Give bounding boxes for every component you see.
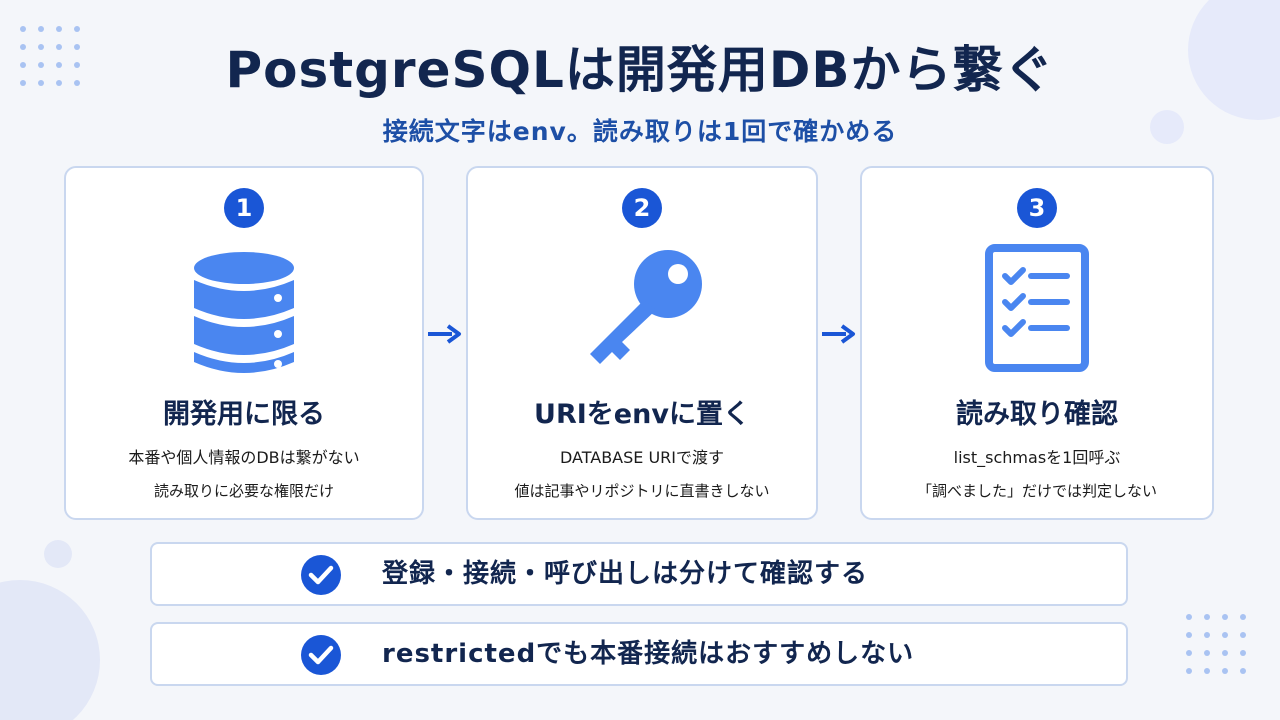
step-note: 「調べました」だけでは判定しない	[916, 482, 1157, 500]
step-card-2: 2 URIをenvに置く DATABASE URIで渡す 値は記事やリポジトリに…	[466, 166, 818, 520]
decor-circle-small-right	[1150, 110, 1184, 144]
arrow-right-icon	[822, 324, 855, 344]
step-note: 読み取りに必要な権限だけ	[153, 482, 334, 500]
check-circle-icon	[301, 635, 341, 675]
step-description: DATABASE URIで渡す	[559, 448, 725, 467]
page-title: PostgreSQLは開発用DBから繋ぐ	[225, 41, 1055, 99]
step-title: 開発用に限る	[163, 399, 325, 430]
step-number-badge: 1	[224, 188, 264, 228]
decor-circle-small-left	[44, 540, 72, 568]
decor-dots-top-left	[20, 26, 80, 86]
step-card-3: 3 読み取り確認 list_schmasを1回呼ぶ 「調べました」だけでは判定し…	[860, 166, 1214, 520]
step-number-badge: 3	[1017, 188, 1057, 228]
check-item-1: 登録・接続・呼び出しは分けて確認する	[150, 542, 1128, 606]
step-description: list_schmasを1回呼ぶ	[953, 448, 1121, 467]
check-text: restrictedでも本番接続はおすすめしない	[382, 639, 915, 669]
step-card-1: 1 開発用に限る 本番や個人情報のDBは繋がない 読み取りに必要な権限だけ	[64, 166, 424, 520]
step-title: URIをenvに置く	[534, 399, 750, 430]
step-title: 読み取り確認	[956, 399, 1118, 430]
decor-dots-bottom-right	[1186, 614, 1246, 674]
page-subtitle: 接続文字はenv。読み取りは1回で確かめる	[382, 117, 898, 146]
step-description: 本番や個人情報のDBは繋がない	[128, 448, 360, 467]
database-icon	[194, 252, 294, 373]
decor-circle-bottom-left	[0, 580, 100, 720]
key-icon	[590, 250, 702, 364]
step-number-badge: 2	[622, 188, 662, 228]
check-text: 登録・接続・呼び出しは分けて確認する	[382, 559, 869, 589]
arrow-right-icon	[428, 324, 461, 344]
check-circle-icon	[301, 555, 341, 595]
check-item-2: restrictedでも本番接続はおすすめしない	[150, 622, 1128, 686]
checklist-icon	[985, 244, 1089, 372]
step-note: 値は記事やリポジトリに直書きしない	[514, 482, 770, 500]
